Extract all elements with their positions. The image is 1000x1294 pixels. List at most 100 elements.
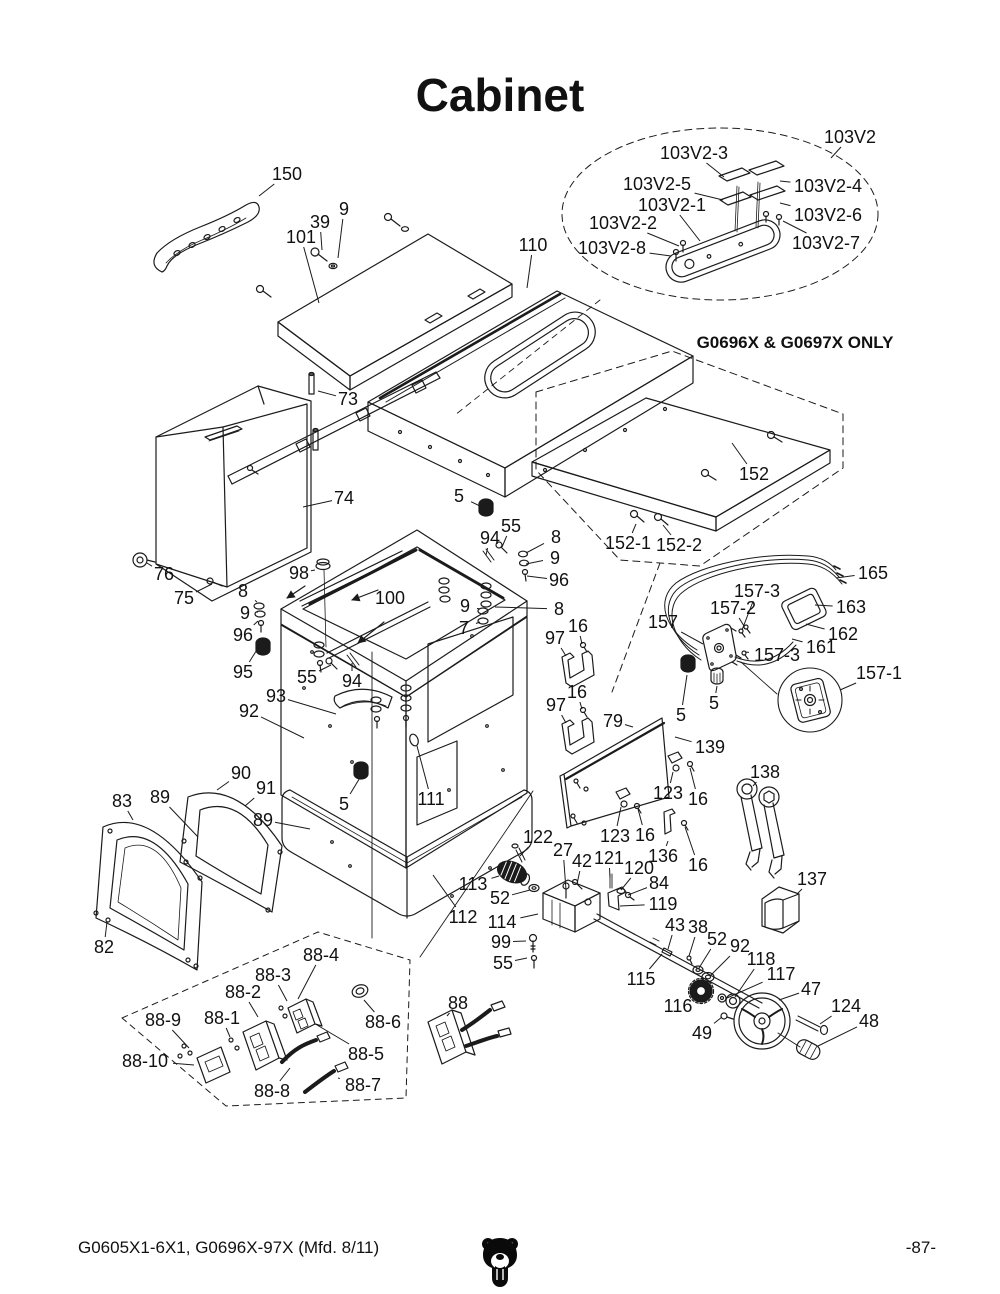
part-label-88-5: 88-5	[348, 1044, 384, 1064]
part-label-150: 150	[272, 164, 302, 184]
grizzly-bear-logo	[478, 1236, 522, 1293]
part-label-157-1: 157-1	[856, 663, 902, 683]
leader-line-103V2-6	[779, 202, 791, 207]
part-label-55: 55	[493, 953, 513, 973]
leader-line-157-2	[738, 617, 745, 627]
footer-page-number: -87-	[905, 1238, 936, 1257]
leader-line-111	[416, 745, 429, 790]
leader-line-92	[710, 955, 731, 976]
part-label-88-6: 88-6	[365, 1012, 401, 1032]
leader-line-97	[561, 714, 567, 724]
part-label-157-3: 157-3	[734, 581, 780, 601]
part-label-5: 5	[454, 486, 464, 506]
leader-line-103V2-7	[782, 220, 807, 234]
side-cover-74	[132, 371, 319, 602]
leader-line-88-10	[172, 1062, 195, 1066]
leader-line-123	[616, 806, 622, 827]
leader-line-16	[689, 767, 696, 790]
guide-lines	[371, 299, 778, 958]
leader-line-94	[485, 547, 489, 556]
part-label-113: 113	[459, 874, 488, 894]
part-label-96: 96	[549, 570, 569, 590]
part-label-16: 16	[568, 616, 588, 636]
part-label-90: 90	[231, 763, 251, 783]
part-label-118: 118	[747, 949, 776, 969]
part-label-82: 82	[94, 937, 114, 957]
leader-line-83	[127, 810, 134, 821]
small-cover-137	[761, 886, 800, 934]
leader-line-27	[563, 859, 567, 891]
leader-line-52	[511, 889, 531, 896]
cabinet-body	[253, 498, 533, 919]
leader-line-117	[726, 981, 763, 999]
page-title: Cabinet	[415, 69, 585, 121]
leader-line-120	[620, 877, 632, 891]
part-label-115: 115	[627, 969, 656, 989]
leader-line-5	[682, 674, 688, 706]
insert-plate-detail-103V2	[561, 127, 879, 301]
leader-line-115	[649, 953, 663, 970]
leader-line-139	[674, 736, 692, 743]
part-label-103V2-4: 103V2-4	[794, 176, 862, 196]
part-label-88-3: 88-3	[255, 965, 291, 985]
leader-line-103V2-1	[679, 214, 701, 242]
switch-assembly-zone	[121, 931, 411, 1107]
part-label-137: 137	[797, 869, 827, 889]
part-label-119: 119	[649, 894, 678, 914]
part-label-42: 42	[572, 851, 592, 871]
part-label-96: 96	[233, 625, 253, 645]
part-label-98: 98	[289, 563, 309, 583]
part-label-95: 95	[233, 662, 253, 682]
leader-line-79	[624, 724, 634, 728]
leader-line-114	[520, 913, 539, 919]
part-label-88-7: 88-7	[345, 1075, 381, 1095]
part-label-103V2-1: 103V2-1	[638, 195, 706, 215]
part-label-92: 92	[730, 936, 750, 956]
leader-line-76	[146, 562, 153, 567]
part-label-16: 16	[688, 789, 708, 809]
leader-line-113	[491, 875, 500, 879]
leader-line-82	[104, 921, 108, 938]
leader-line-157-3	[741, 600, 754, 631]
leader-line-16	[579, 635, 583, 645]
leader-line-47	[778, 992, 800, 1001]
leader-line-43	[667, 934, 673, 950]
part-label-103V2: 103V2	[824, 127, 876, 147]
leader-line-103V2-4	[779, 180, 791, 183]
leader-line-103V2	[830, 146, 842, 159]
part-label-16: 16	[567, 682, 587, 702]
part-label-124: 124	[831, 996, 861, 1016]
part-label-5: 5	[709, 693, 719, 713]
part-label-136: 136	[648, 846, 678, 866]
leader-line-16	[579, 701, 583, 710]
leader-line-5	[470, 501, 483, 508]
part-label-103V2-6: 103V2-6	[794, 205, 862, 225]
tilt-shaft-assembly	[496, 860, 829, 1060]
part-label-84: 84	[649, 873, 669, 893]
part-label-91: 91	[256, 778, 276, 798]
leader-line-96	[253, 620, 259, 626]
hook-brackets-97	[561, 641, 595, 755]
part-label-165: 165	[858, 563, 888, 583]
part-label-16: 16	[688, 855, 708, 875]
part-label-114: 114	[488, 912, 517, 932]
leader-line-89	[169, 806, 199, 838]
part-label-94: 94	[342, 671, 362, 691]
part-label-8: 8	[238, 581, 248, 601]
leader-line-93	[287, 699, 337, 715]
part-label-103V2-7: 103V2-7	[792, 233, 860, 253]
part-label-152: 152	[739, 464, 769, 484]
part-label-73: 73	[338, 389, 358, 409]
part-label-52: 52	[490, 888, 510, 908]
leader-line-98	[310, 569, 316, 572]
leader-line-55	[318, 664, 332, 672]
part-label-111: 111	[417, 789, 444, 809]
leader-line-88-6	[363, 999, 375, 1013]
paddle-switch-group-157	[664, 554, 847, 733]
part-label-97: 97	[546, 695, 566, 715]
part-label-5: 5	[339, 794, 349, 814]
part-label-103V2-3: 103V2-3	[660, 143, 728, 163]
leader-line-88-2	[248, 1001, 259, 1018]
leader-line-5	[349, 775, 362, 795]
